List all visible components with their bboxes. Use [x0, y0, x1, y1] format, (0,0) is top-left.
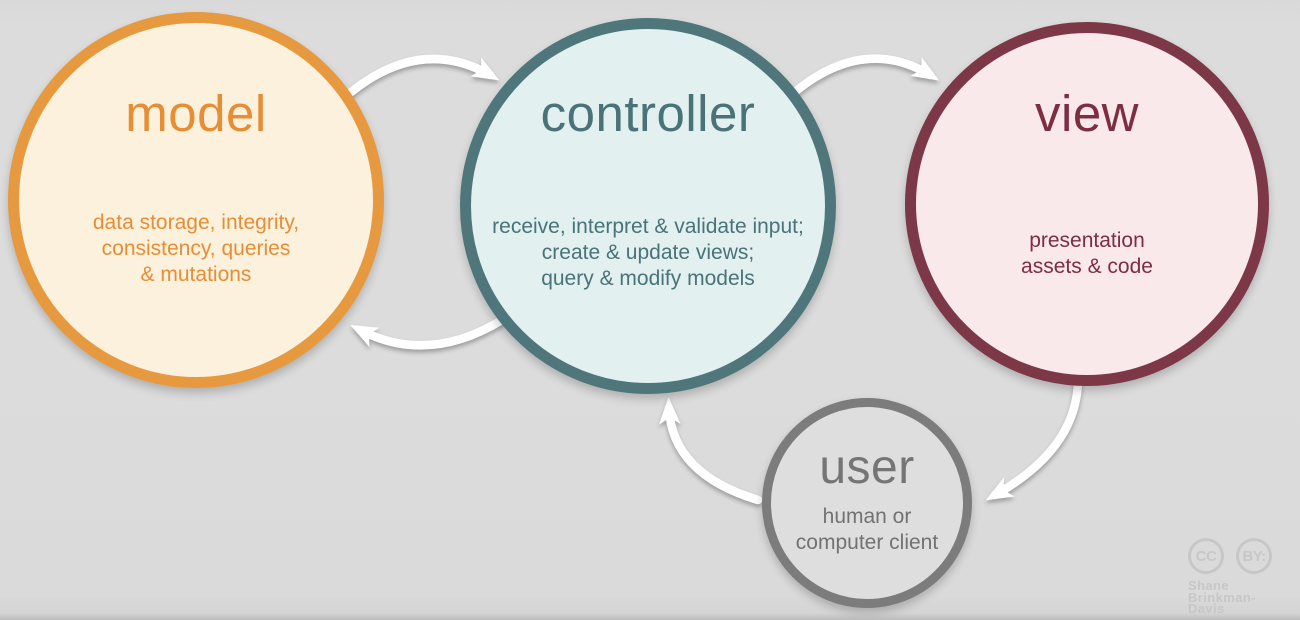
cc-attribution: CC BY: Shane Brinkman-Davis [1188, 538, 1292, 615]
arrow-controller-to-view [785, 54, 940, 101]
cc-icon: CC [1188, 538, 1224, 574]
view-title: view [1034, 85, 1140, 142]
model-node: model data storage, integrity, consisten… [8, 12, 384, 388]
view-description: presentation assets & code [1021, 229, 1153, 278]
view-node: view presentation assets & code [905, 22, 1269, 386]
cc-by-icon: BY: [1236, 538, 1272, 574]
arrow-model-to-controller [339, 54, 500, 103]
model-description: data storage, integrity, consistency, qu… [92, 211, 300, 286]
controller-title: controller [540, 85, 756, 142]
user-node: user human or computer client [762, 398, 972, 608]
controller-node: controller receive, interpret & validate… [460, 18, 836, 394]
user-title: user [819, 441, 915, 494]
model-title: model [125, 85, 267, 142]
user-description: human or computer client [795, 505, 939, 554]
cc-badges: CC BY: [1188, 538, 1292, 574]
controller-description: receive, interpret & validate input; cre… [492, 215, 804, 290]
arrow-user-to-controller [658, 397, 763, 505]
arrow-view-to-user [985, 375, 1083, 501]
author-name: Shane Brinkman-Davis [1188, 578, 1256, 616]
arrow-controller-to-model [350, 315, 507, 350]
